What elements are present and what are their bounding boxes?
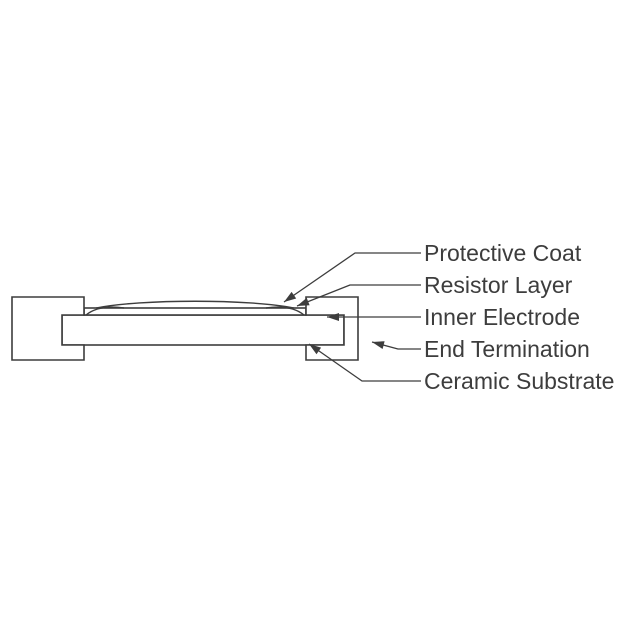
protective-coat-shape (95, 300, 295, 309)
inner-electrode-label: Inner Electrode (424, 304, 580, 330)
protective-coat-arrowhead-icon (284, 291, 297, 302)
inner-electrode-shape (83, 307, 307, 316)
end-termination-arrowhead-icon (372, 341, 385, 349)
ceramic-substrate-leader-line (308, 343, 421, 382)
resistor-layer-shape-right (265, 306, 305, 316)
protective-coat-leader-line (283, 252, 421, 303)
resistor-layer-arrowhead-icon (297, 297, 310, 306)
resistor-layer-leader-line (296, 284, 421, 307)
resistor-layer-shape (85, 306, 125, 316)
resistor-layer-label: Resistor Layer (424, 272, 573, 298)
left-end-termination-shape (11, 296, 85, 361)
right-end-termination-shape (305, 296, 359, 361)
ceramic-substrate-shape (61, 314, 345, 346)
ceramic-substrate-label: Ceramic Substrate (424, 368, 614, 394)
protective-coat-label: Protective Coat (424, 240, 582, 266)
inner-electrode-arrowhead-icon (327, 313, 339, 321)
end-termination-label: End Termination (424, 336, 590, 362)
ceramic-substrate-arrowhead-icon (309, 344, 322, 355)
